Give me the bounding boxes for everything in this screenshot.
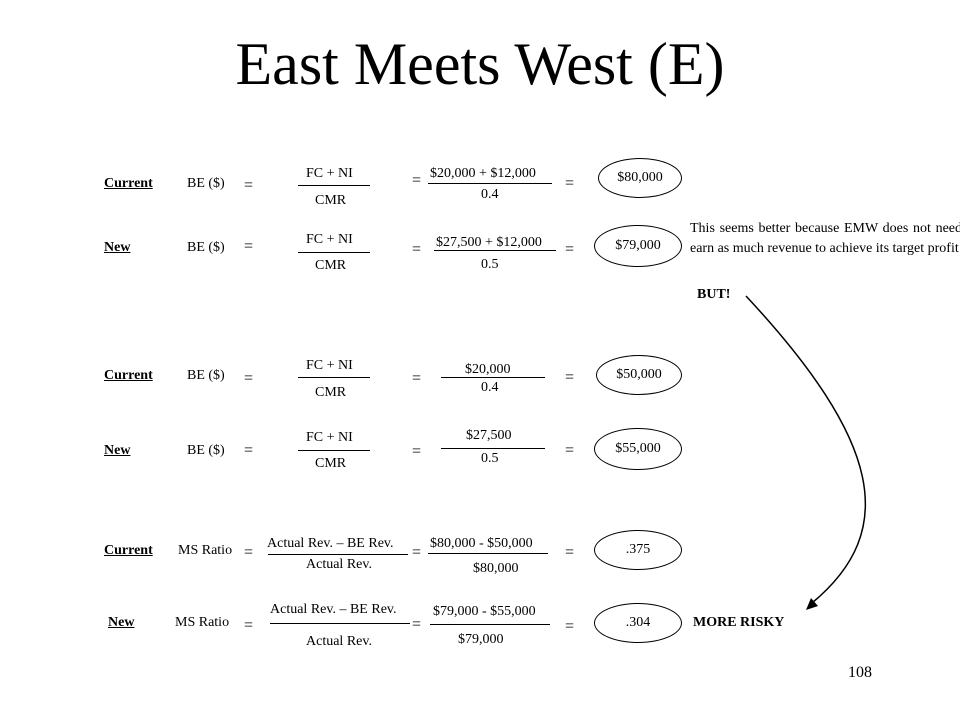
- calc-numerator: $27,500 + $12,000: [436, 235, 542, 250]
- equals-sign: =: [412, 172, 422, 189]
- calc-denominator: $79,000: [458, 632, 504, 647]
- fraction-line: [298, 450, 370, 451]
- equals-sign: =: [412, 241, 422, 258]
- measure-label: MS Ratio: [178, 543, 233, 558]
- equals-sign: =: [244, 238, 254, 255]
- measure-label: MS Ratio: [175, 615, 230, 630]
- equals-sign: =: [565, 175, 575, 192]
- equals-sign: =: [244, 442, 254, 459]
- equals-sign: =: [412, 616, 422, 633]
- fraction-line: [298, 252, 370, 253]
- row-label: Current: [104, 543, 153, 558]
- calc-numerator: $80,000 - $50,000: [430, 536, 533, 551]
- result-oval: .375: [594, 530, 682, 570]
- equals-sign: =: [565, 442, 575, 459]
- row-label: New: [104, 240, 131, 255]
- formula-numerator: Actual Rev. – BE Rev.: [270, 602, 397, 617]
- calc-denominator: 0.4: [481, 380, 499, 395]
- more-risky-label: MORE RISKY: [693, 615, 785, 630]
- slide-title: East Meets West (E): [235, 31, 725, 97]
- formula-numerator: FC + NI: [306, 166, 353, 181]
- result-oval: $55,000: [594, 428, 682, 470]
- formula-denominator: Actual Rev.: [306, 557, 372, 572]
- equals-sign: =: [565, 544, 575, 561]
- equals-sign: =: [244, 177, 254, 194]
- formula-numerator: FC + NI: [306, 232, 353, 247]
- fraction-line: [268, 554, 408, 555]
- result-oval: $80,000: [598, 158, 682, 198]
- fraction-line: [270, 623, 410, 624]
- row-label: New: [104, 443, 131, 458]
- row-label: New: [108, 615, 135, 630]
- result-oval: .304: [594, 603, 682, 643]
- calc-numerator: $20,000 + $12,000: [430, 166, 536, 181]
- formula-numerator: FC + NI: [306, 430, 353, 445]
- result-oval: $50,000: [596, 355, 682, 395]
- equals-sign: =: [565, 241, 575, 258]
- but-label: BUT!: [697, 287, 731, 302]
- formula-numerator: Actual Rev. – BE Rev.: [267, 536, 394, 551]
- equals-sign: =: [244, 544, 254, 561]
- formula-denominator: Actual Rev.: [306, 634, 372, 649]
- calc-denominator: 0.5: [481, 257, 499, 272]
- equals-sign: =: [244, 617, 254, 634]
- formula-denominator: CMR: [315, 385, 347, 400]
- formula-denominator: CMR: [315, 456, 347, 471]
- formula-denominator: CMR: [315, 258, 347, 273]
- fraction-line: [298, 185, 370, 186]
- page-number: 108: [848, 664, 872, 681]
- formula-numerator: FC + NI: [306, 358, 353, 373]
- fraction-line: [428, 183, 552, 184]
- calc-denominator: $80,000: [473, 561, 519, 576]
- row-label: Current: [104, 176, 153, 191]
- fraction-line: [441, 377, 545, 378]
- fraction-line: [441, 448, 545, 449]
- equals-sign: =: [412, 370, 422, 387]
- equals-sign: =: [412, 544, 422, 561]
- equals-sign: =: [565, 369, 575, 386]
- fraction-line: [430, 624, 550, 625]
- measure-label: BE ($): [187, 443, 225, 458]
- result-oval: $79,000: [594, 225, 682, 267]
- calc-numerator: $79,000 - $55,000: [433, 604, 536, 619]
- equals-sign: =: [412, 443, 422, 460]
- equals-sign: =: [244, 370, 254, 387]
- calc-denominator: 0.5: [481, 451, 499, 466]
- row-label: Current: [104, 368, 153, 383]
- measure-label: BE ($): [187, 368, 225, 383]
- measure-label: BE ($): [187, 176, 225, 191]
- fraction-line: [434, 250, 556, 251]
- fraction-line: [428, 553, 548, 554]
- measure-label: BE ($): [187, 240, 225, 255]
- calc-numerator: $20,000: [465, 362, 511, 377]
- fraction-line: [298, 377, 370, 378]
- calc-denominator: 0.4: [481, 187, 499, 202]
- formula-denominator: CMR: [315, 193, 347, 208]
- note-text: This seems better because EMW does not n…: [690, 221, 960, 256]
- calc-numerator: $27,500: [466, 428, 512, 443]
- equals-sign: =: [565, 618, 575, 635]
